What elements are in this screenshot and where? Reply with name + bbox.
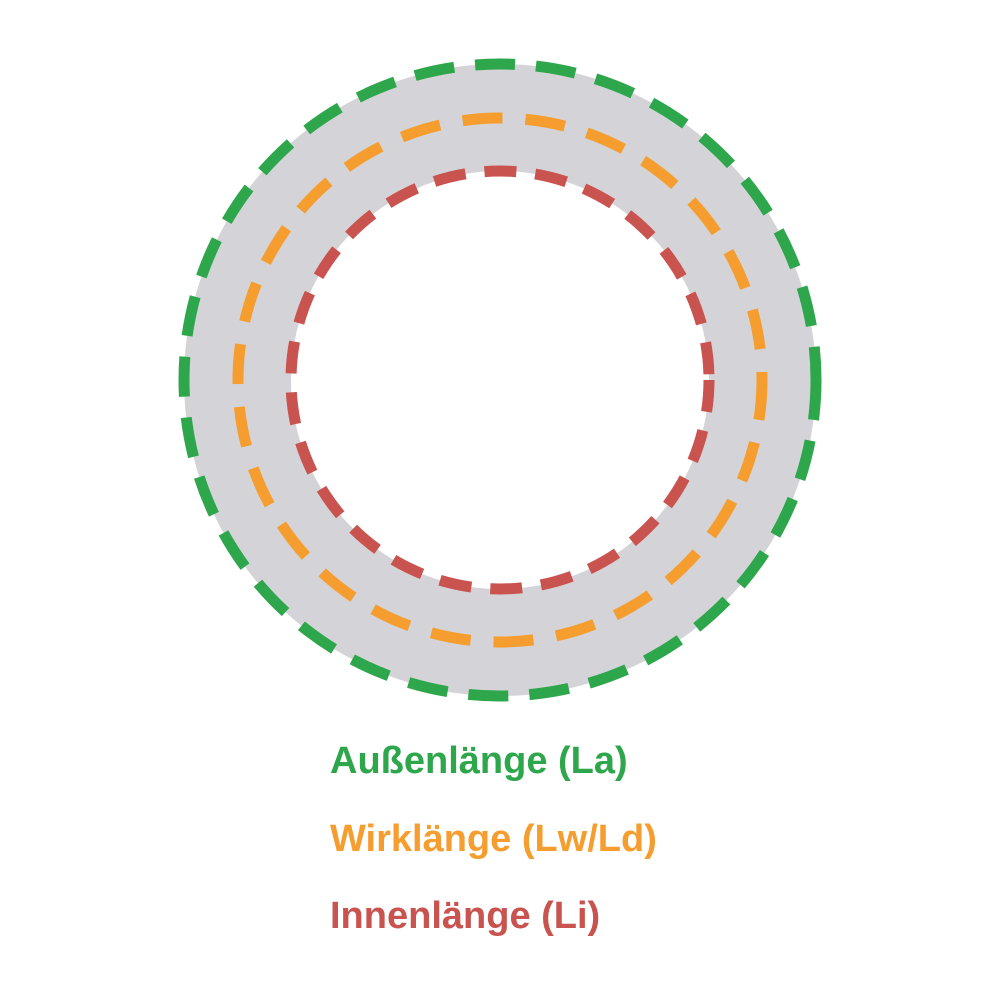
outer-length-circle	[178, 58, 822, 702]
inner-length-circle	[285, 165, 715, 595]
legend-effective-length-label: Wirklänge (Lw/Ld)	[330, 818, 657, 860]
legend-inner-length-label: Innenlänge (Li)	[330, 895, 600, 937]
effective-length-circle	[232, 112, 768, 648]
legend-outer-length-label: Außenlänge (La)	[330, 740, 628, 782]
